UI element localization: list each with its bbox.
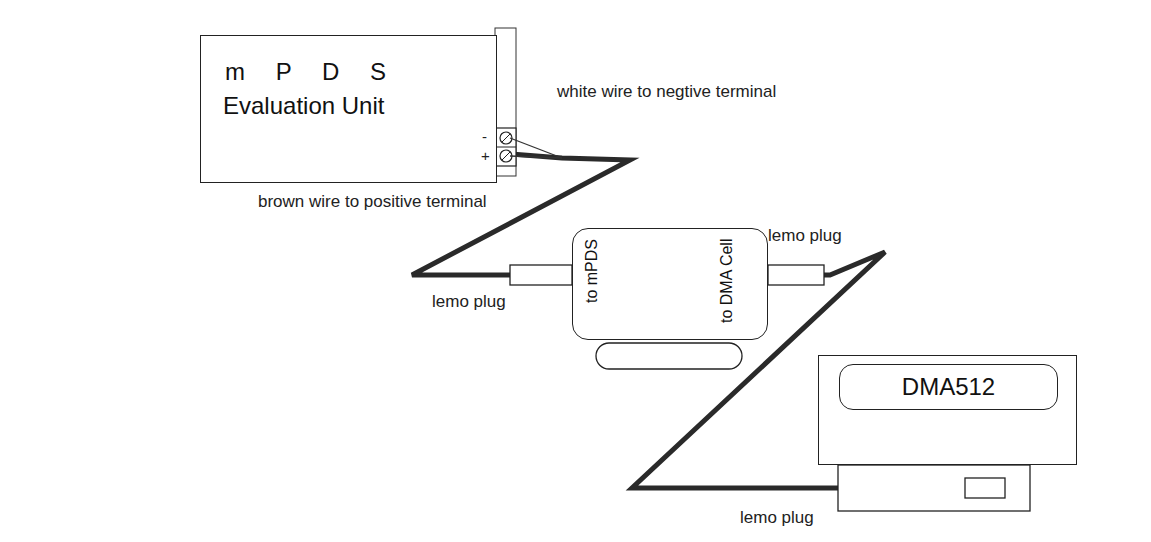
- adapter-port-label: to mPDS: [583, 239, 601, 331]
- terminal-screw: [502, 134, 510, 142]
- instrument-name: DMA512: [839, 364, 1058, 410]
- callout-label: lemo plug: [740, 508, 814, 528]
- unit-heading: m P D S: [225, 58, 387, 86]
- callout-label: lemo plug: [432, 292, 506, 312]
- lemo-plug: [768, 265, 824, 285]
- white-wire: [510, 138, 562, 158]
- adapter-port-label: to DMA Cell: [717, 239, 736, 331]
- dma-instrument: DMA512: [818, 355, 1077, 465]
- callout-label: brown wire to positive terminal: [258, 192, 490, 212]
- unit-title: Evaluation Unit: [223, 92, 384, 120]
- brown-wire: [510, 156, 562, 158]
- adapter-box: to mPDS to DMA Cell: [572, 228, 768, 340]
- terminal-polarity: -: [482, 128, 487, 145]
- lemo-plug: [510, 265, 572, 285]
- callout-label: lemo plug: [768, 226, 842, 246]
- evaluation-unit-box: m P D S Evaluation Unit: [200, 35, 497, 183]
- adapter-clip: [596, 343, 742, 369]
- callout-label: white wire to negtive terminal: [557, 82, 776, 102]
- terminal-polarity: +: [481, 147, 490, 164]
- terminal-block: [478, 128, 516, 166]
- lemo-plug: [965, 478, 1005, 498]
- terminal-screw: [502, 152, 510, 160]
- dma-lower-housing: [838, 465, 1030, 511]
